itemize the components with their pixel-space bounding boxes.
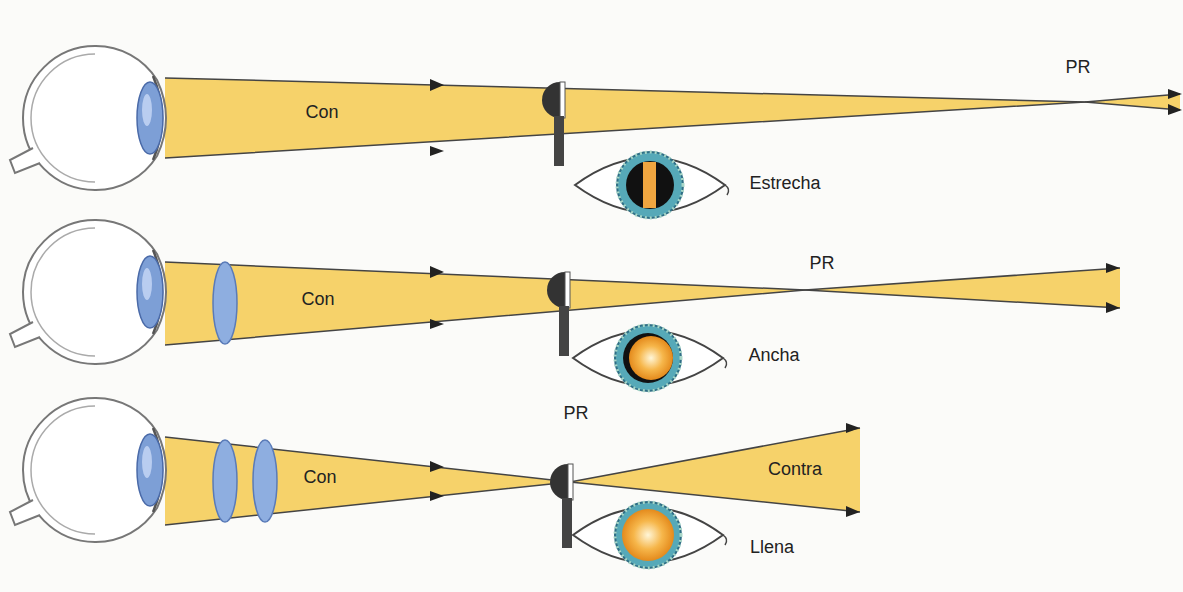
beam-label: Con	[301, 290, 334, 310]
point-label: PR	[809, 254, 834, 274]
reflex-label: Estrecha	[749, 174, 820, 194]
beam-label: Con	[303, 468, 336, 488]
reflex-label: Llena	[750, 538, 794, 558]
reflex-label: Ancha	[748, 346, 799, 366]
point-label: PR	[563, 404, 588, 424]
beam-label: Con	[305, 103, 338, 123]
beam-label: Contra	[768, 460, 822, 480]
point-label: PR	[1065, 58, 1090, 78]
